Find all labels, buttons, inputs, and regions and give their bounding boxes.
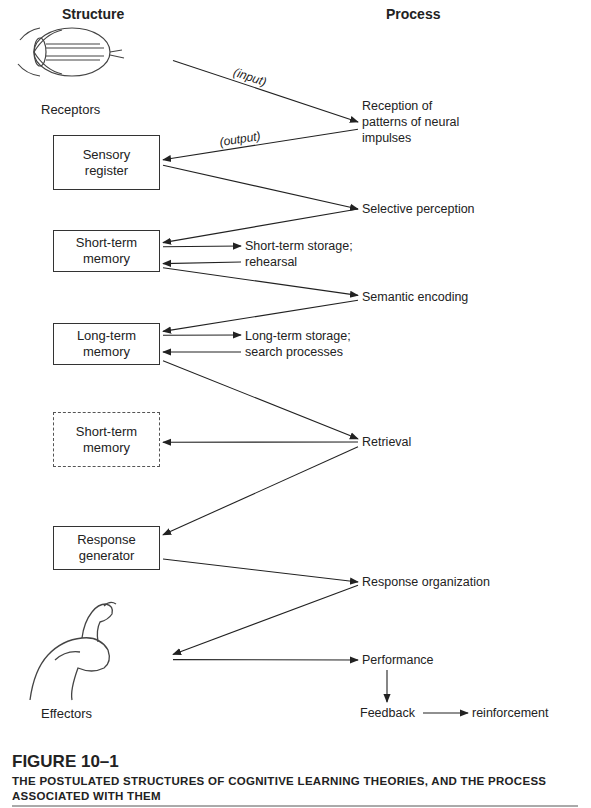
process-step: reinforcement <box>472 705 572 721</box>
flow-arrow <box>386 670 387 702</box>
flow-arrow <box>163 245 241 247</box>
flow-arrow <box>173 659 358 661</box>
node-text: Response generator <box>64 532 149 564</box>
structure-box: Long-term memory <box>53 323 160 365</box>
figure-caption: THE POSTULATED STRUCTURES OF COGNITIVE L… <box>12 774 572 804</box>
flow-arrow <box>163 165 358 209</box>
illustrated-structure: Effectors <box>15 592 170 722</box>
node-text: Performance <box>362 652 434 668</box>
node-text: Long-term storage; search processes <box>245 328 365 360</box>
structure-box: Sensory register <box>53 135 160 190</box>
flow-arrow <box>173 585 358 654</box>
node-text: Sensory register <box>64 147 149 179</box>
column-heading: Process <box>386 6 440 22</box>
process-step: Reception of patterns of neural impulses <box>362 98 467 146</box>
structure-box: Response generator <box>53 526 160 570</box>
process-step: Retrieval <box>362 434 462 450</box>
node-text: Short-term memory <box>64 424 149 456</box>
illustrated-structure: Receptors <box>15 22 170 118</box>
flow-arrow <box>163 441 358 442</box>
flow-arrow <box>163 209 358 243</box>
flow-arrow <box>163 361 358 439</box>
flow-arrow <box>423 712 468 713</box>
node-text: Response organization <box>362 574 490 590</box>
node-text: Retrieval <box>362 434 411 450</box>
flow-arrow <box>163 129 358 160</box>
process-step: Short-term storage; rehearsal <box>245 238 365 270</box>
eye-illustration <box>18 28 124 76</box>
node-text: Semantic encoding <box>362 289 468 305</box>
process-step: Performance <box>362 652 462 668</box>
structure-box: Short-term memory <box>53 230 160 272</box>
caption-rule <box>12 806 578 807</box>
flow-arrow <box>163 262 241 264</box>
edge-label: (input) <box>231 64 268 88</box>
process-step: Selective perception <box>362 201 502 217</box>
node-text: Short-term storage; rehearsal <box>245 238 365 270</box>
node-text: Selective perception <box>362 201 475 217</box>
process-step: Long-term storage; search processes <box>245 328 365 360</box>
node-text: Receptors <box>41 102 100 118</box>
flow-arrow <box>163 447 358 535</box>
flow-arrow <box>163 268 358 296</box>
flow-arrow <box>163 351 241 352</box>
process-step: Response organization <box>362 574 522 590</box>
figure-number: FIGURE 10–1 <box>12 752 119 772</box>
flow-arrow <box>173 60 358 122</box>
node-text: Feedback <box>360 705 415 721</box>
node-text: reinforcement <box>472 705 548 721</box>
process-step: Semantic encoding <box>362 289 502 305</box>
dashed-structure-box: Short-term memory <box>53 412 160 467</box>
node-text: Short-term memory <box>64 235 149 267</box>
process-step: Feedback <box>360 705 420 721</box>
arm-illustration <box>30 602 116 700</box>
node-text: Long-term memory <box>64 328 149 360</box>
flow-arrow <box>163 559 358 582</box>
flow-arrow <box>163 300 358 331</box>
node-text: Effectors <box>41 706 92 722</box>
edge-label: (output) <box>218 129 261 149</box>
flow-arrow <box>163 334 241 335</box>
column-heading: Structure <box>62 6 124 22</box>
node-text: Reception of patterns of neural impulses <box>362 98 467 146</box>
